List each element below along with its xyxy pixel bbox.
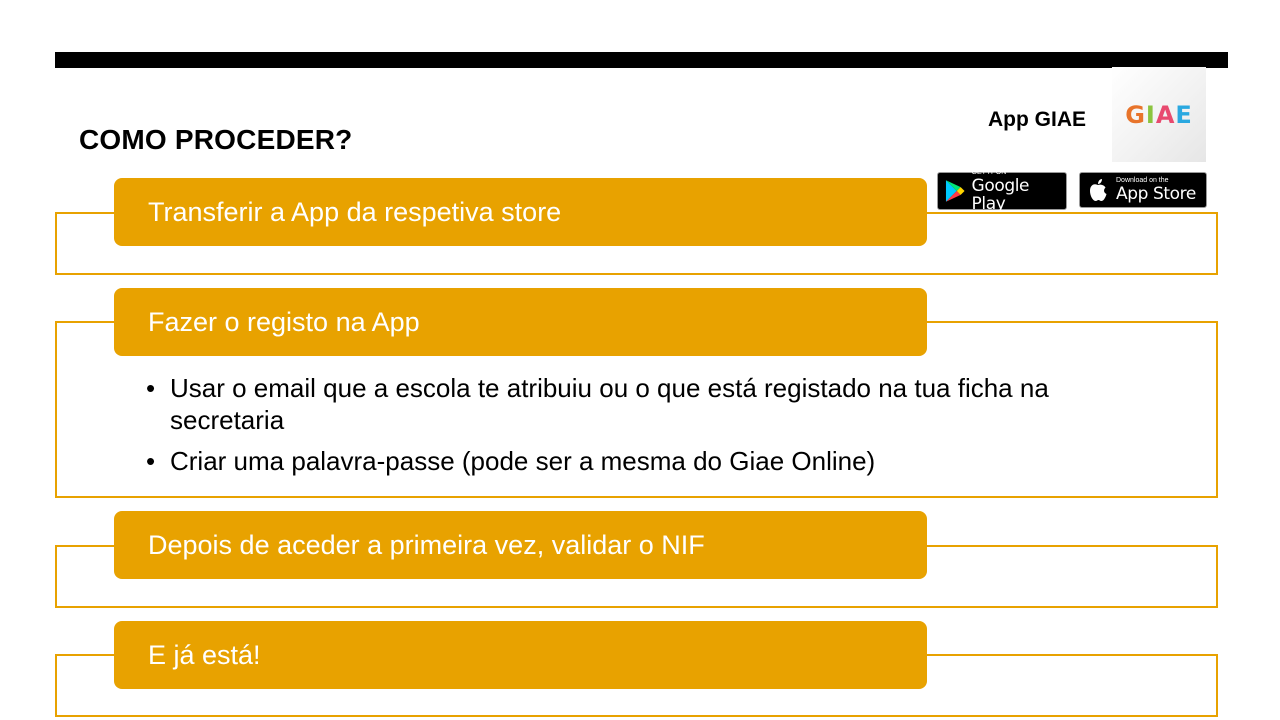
top-bar [55, 52, 1228, 68]
step-2-bullet-list: Usar o email que a escola te atribuiu ou… [146, 372, 1086, 486]
google-play-icon [945, 180, 965, 202]
app-label: App GIAE [988, 108, 1086, 131]
app-store-badge[interactable]: Download on the App Store [1079, 172, 1207, 208]
list-item: Usar o email que a escola te atribuiu ou… [146, 372, 1086, 436]
google-play-big-text: Google Play [971, 176, 1030, 214]
google-play-small-text: GET IT ON [971, 169, 1007, 176]
step-2-header: Fazer o registo na App [114, 288, 927, 356]
app-store-small-text: Download on the [1116, 177, 1169, 184]
step-1-title: Transferir a App da respetiva store [148, 196, 562, 227]
app-store-big-text: App Store [1116, 184, 1196, 204]
step-4-header: E já está! [114, 621, 927, 689]
google-play-badge[interactable]: GET IT ON Google Play [937, 169, 1067, 214]
page-title: COMO PROCEDER? [79, 124, 353, 155]
apple-icon [1090, 179, 1107, 201]
step-3-header: Depois de aceder a primeira vez, validar… [114, 511, 927, 579]
step-2-title: Fazer o registo na App [148, 306, 420, 337]
step-4-title: E já está! [148, 639, 261, 670]
list-item: Criar uma palavra-passe (pode ser a mesm… [146, 445, 1086, 477]
giae-logo-text: GIAE [1125, 100, 1193, 129]
giae-logo: GIAE [1112, 67, 1206, 162]
step-1-header: Transferir a App da respetiva store [114, 178, 927, 246]
step-3-title: Depois de aceder a primeira vez, validar… [148, 529, 705, 560]
